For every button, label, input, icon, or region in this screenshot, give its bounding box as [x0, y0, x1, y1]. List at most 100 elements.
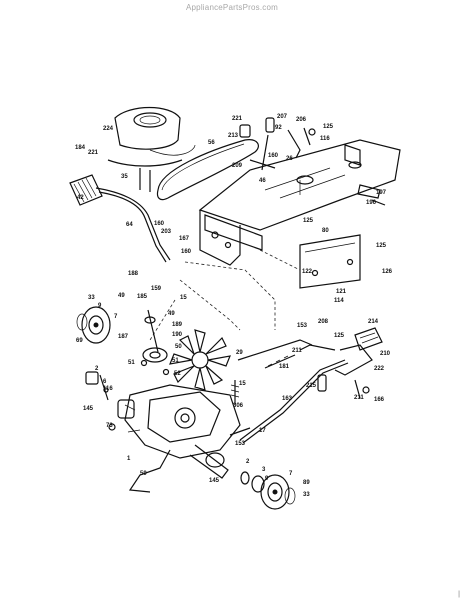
callout-35: 35: [121, 174, 128, 180]
callout-207: 207: [277, 114, 288, 120]
callout-214: 214: [368, 319, 379, 325]
callout-187: 187: [118, 334, 129, 340]
callout-185: 185: [137, 294, 148, 300]
callout-145: 145: [83, 406, 94, 412]
rod-64: [95, 187, 171, 263]
pulley-left: [76, 306, 111, 344]
callout-69: 69: [76, 338, 83, 344]
fan: [169, 329, 231, 391]
callout-126: 126: [382, 269, 393, 275]
callout-125: 125: [303, 218, 314, 224]
callout-59: 59: [140, 471, 147, 477]
callout-208: 208: [318, 319, 329, 325]
callout-80: 80: [322, 228, 329, 234]
callout-7: 7: [114, 314, 118, 320]
fittings-213: [239, 117, 276, 171]
callout-46: 46: [259, 178, 266, 184]
fender-224: [114, 107, 196, 156]
callout-49: 49: [168, 311, 175, 317]
callout-116: 116: [103, 386, 113, 392]
callout-145: 145: [209, 478, 220, 484]
callout-188: 188: [128, 271, 139, 277]
pedal-214: [299, 327, 383, 399]
levers-207: [287, 127, 316, 159]
callout-206: 206: [296, 117, 307, 123]
grip-42: [69, 174, 103, 206]
callout-56: 56: [208, 140, 215, 146]
callout-211: 211: [354, 395, 364, 401]
callout-159: 159: [151, 286, 162, 292]
callout-190: 190: [172, 332, 183, 338]
callout-114: 114: [334, 298, 344, 304]
callout-17: 17: [259, 428, 266, 434]
bracket-197: [357, 184, 386, 206]
bracket-35: [107, 159, 183, 192]
belt-56: [156, 139, 259, 201]
callout-6: 6: [103, 379, 107, 385]
callout-209: 209: [232, 163, 243, 169]
callout-73: 73: [106, 423, 113, 429]
callout-1: 1: [127, 456, 131, 462]
callout-92: 92: [275, 125, 282, 131]
callout-160: 160: [181, 249, 192, 255]
callout-33: 33: [88, 295, 95, 301]
callout-221: 221: [88, 150, 99, 156]
callout-153: 153: [297, 323, 308, 329]
callout-15: 15: [239, 381, 246, 387]
callout-221: 221: [232, 116, 243, 122]
callout-15: 15: [180, 295, 187, 301]
callout-42: 42: [77, 195, 84, 201]
callout-9: 9: [98, 303, 102, 309]
callout-125: 125: [323, 124, 334, 130]
callout-189: 189: [172, 322, 183, 328]
callout-50: 50: [175, 344, 182, 350]
callout-9: 9: [265, 476, 269, 482]
callout-33: 33: [303, 492, 310, 498]
callout-160: 160: [268, 153, 279, 159]
callout-2: 2: [246, 459, 250, 465]
corner-mark: |: [458, 591, 460, 598]
callout-125: 125: [334, 333, 345, 339]
callout-197: 197: [376, 190, 387, 196]
axle-left-parts: [85, 371, 116, 431]
callout-203: 203: [161, 229, 172, 235]
watermark: AppliancePartsPros.com: [186, 3, 278, 12]
callout-89: 89: [303, 480, 310, 486]
callout-2: 2: [95, 366, 99, 372]
callout-167: 167: [179, 236, 190, 242]
pulley-right: [240, 471, 296, 510]
callout-222: 222: [374, 366, 385, 372]
callout-49: 49: [118, 293, 125, 299]
callout-224: 224: [103, 126, 114, 132]
callout-160: 160: [154, 221, 165, 227]
callout-181: 181: [279, 364, 290, 370]
callout-51: 51: [128, 360, 135, 366]
callout-7: 7: [289, 471, 293, 477]
rod-163: [239, 359, 349, 444]
callout-163: 163: [282, 396, 293, 402]
callout-166: 166: [374, 397, 385, 403]
transaxle: [117, 384, 241, 479]
callout-122: 122: [302, 269, 313, 275]
callout-3: 3: [262, 467, 266, 473]
callout-64: 64: [126, 222, 133, 228]
springs-15: [229, 380, 251, 436]
callout-210: 210: [380, 351, 391, 357]
callout-29: 29: [236, 350, 243, 356]
callout-51: 51: [172, 358, 179, 364]
frame: [198, 139, 401, 266]
callout-213: 213: [228, 133, 239, 139]
callout-121: 121: [336, 289, 347, 295]
callout-26: 26: [286, 156, 293, 162]
rods-29: [237, 339, 313, 369]
callout-196: 196: [366, 200, 377, 206]
callout-306: 306: [233, 403, 244, 409]
callout-211: 211: [292, 348, 302, 354]
callout-125: 125: [376, 243, 387, 249]
callout-116: 116: [320, 136, 330, 142]
pulley-50: [140, 309, 170, 376]
callout-153: 153: [235, 441, 246, 447]
wire-59: [128, 449, 171, 493]
